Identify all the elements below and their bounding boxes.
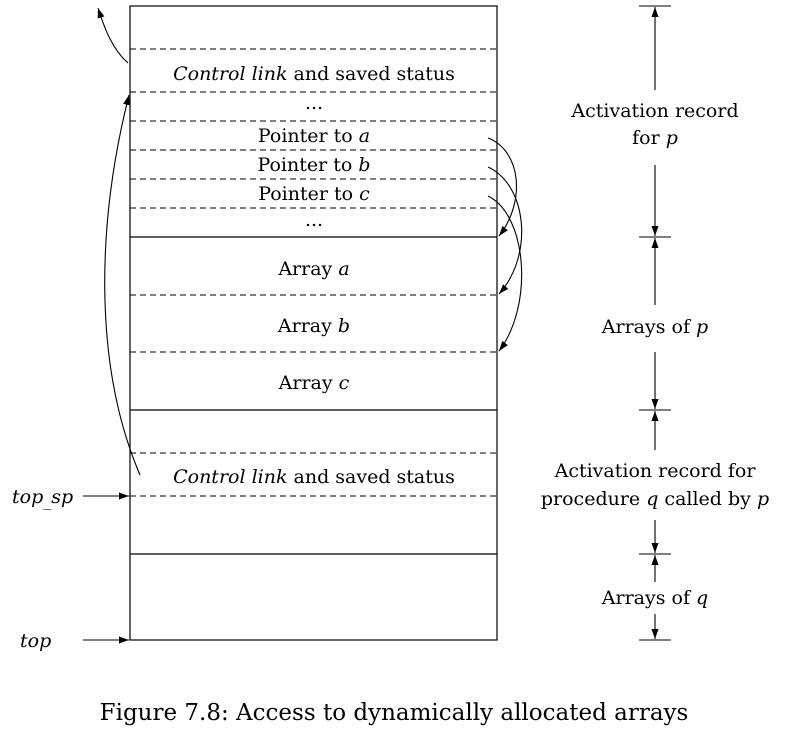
top-label: top <box>20 630 51 652</box>
p-ellipsis-bottom: ... <box>305 209 323 231</box>
pointer-b-arrow <box>487 166 523 295</box>
top-sp-label: top_sp <box>12 486 73 510</box>
arrays-q-brace-label: Arrays of q <box>601 587 708 609</box>
arrays-p-brace-label: Arrays of p <box>601 316 708 338</box>
array-a-label: Array a <box>277 258 349 280</box>
pointer-a-arrow <box>487 137 518 237</box>
q-record-brace-line1: Activation record for <box>554 460 757 482</box>
pointer-c-arrow <box>487 195 523 352</box>
pointer-to-b-label: Pointer to b <box>257 154 370 176</box>
p-ellipsis-top: ... <box>305 92 323 114</box>
p-record-brace-line1: Activation record <box>570 100 738 122</box>
stack-outline <box>129 5 498 641</box>
q-record-brace-line2: procedure q called by p <box>541 488 769 510</box>
array-b-label: Array b <box>277 315 350 337</box>
pointer-to-a-label: Pointer to a <box>258 125 370 147</box>
q-control-link-arrow <box>104 94 141 476</box>
dashed-separators <box>130 48 497 497</box>
dimension-brackets <box>639 5 671 641</box>
p-control-link-label: Control link and saved status <box>173 63 455 85</box>
p-record-brace-line2: for p <box>632 127 678 149</box>
array-c-label: Array c <box>278 372 350 394</box>
figure-caption: Figure 7.8: Access to dynamically alloca… <box>100 700 689 726</box>
p-control-link-arrow <box>97 7 129 64</box>
q-control-link-label: Control link and saved status <box>173 466 455 488</box>
pointer-to-c-label: Pointer to c <box>258 183 370 205</box>
